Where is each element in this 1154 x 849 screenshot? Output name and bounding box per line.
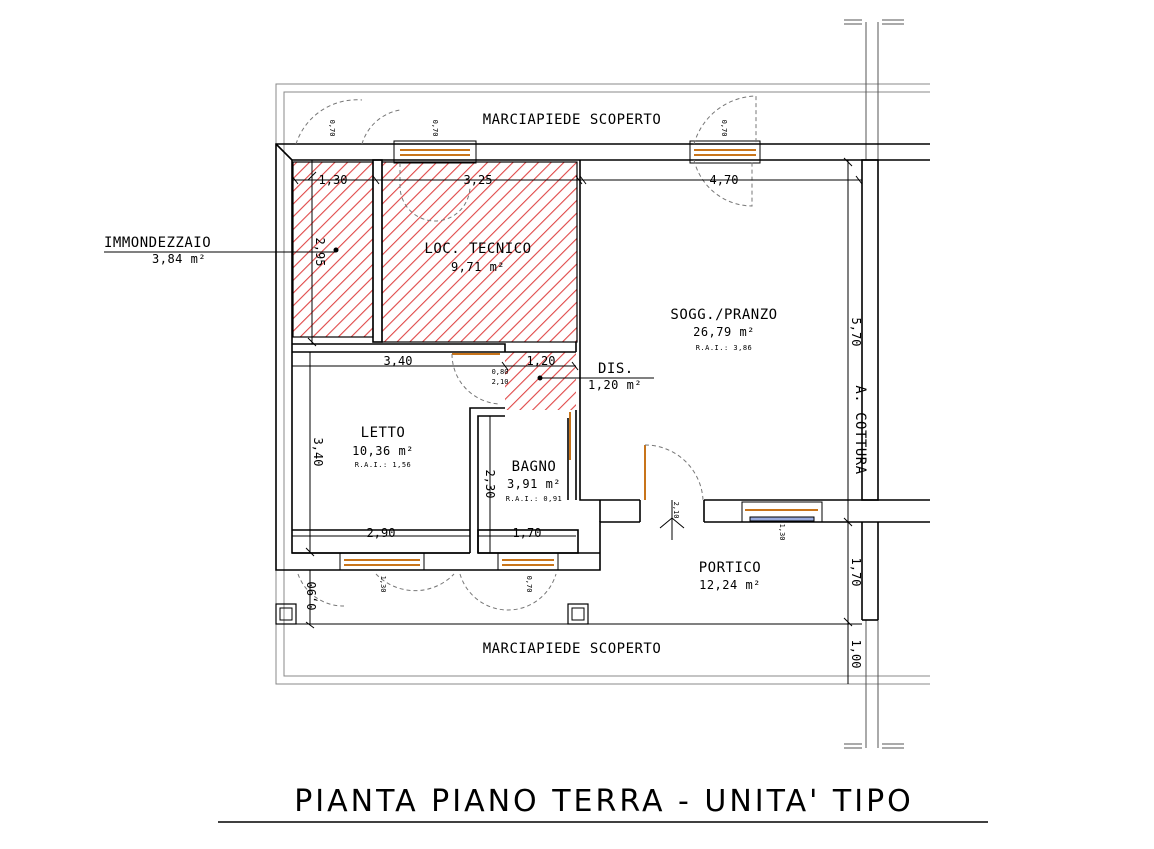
dim-1-00: 1,00	[849, 640, 863, 669]
marciapiede-top-label: MARCIAPIEDE SCOPERTO	[483, 112, 662, 128]
page-title: PIANTA PIANO TERRA - UNITA' TIPO	[294, 784, 914, 819]
immondezzaio-label: IMMONDEZZAIO	[104, 235, 211, 251]
opening-8: 0,80	[492, 368, 509, 376]
soggiorno-rai: R.A.I.: 3,86	[696, 344, 753, 352]
dis-label: DIS.	[598, 361, 634, 377]
dim-3-40-v: 3,40	[311, 438, 325, 467]
immondezzaio-hatch	[292, 161, 374, 338]
opening-4: 2,10	[672, 502, 680, 519]
pillar-mid-inner	[571, 607, 585, 621]
bagno-label: BAGNO	[512, 459, 557, 475]
dim-2-95: 2,95	[313, 238, 327, 267]
dim-5-70: 5,70	[849, 318, 863, 347]
dim-1-70-h: 1,70	[513, 526, 542, 540]
pillar-left-inner	[279, 607, 293, 621]
window-frames	[339, 140, 823, 571]
opening-5: 1,30	[778, 524, 786, 541]
opening-7: 0,70	[525, 576, 533, 593]
dim-1-30: 1,30	[319, 173, 348, 187]
portico-area: 12,24 m²	[699, 578, 761, 592]
dim-1-20: 1,20	[527, 354, 556, 368]
dim-3-40-h: 3,40	[384, 354, 413, 368]
dim-2-30: 2,30	[483, 470, 497, 499]
dim-4-70: 4,70	[710, 173, 739, 187]
immondezzaio-area: 3,84 m²	[152, 252, 206, 266]
opening-1: 0,70	[328, 120, 336, 137]
pillar-mid	[567, 603, 589, 625]
opening-3: 0,70	[720, 120, 728, 137]
dim-3-25: 3,25	[464, 173, 493, 187]
dimension-lines	[291, 157, 863, 684]
door-swings	[295, 95, 757, 611]
dis-area: 1,20 m²	[588, 378, 642, 392]
soggiorno-area: 26,79 m²	[693, 325, 755, 339]
loc-tecnico-hatch	[381, 161, 578, 343]
soggiorno-label: SOGG./PRANZO	[670, 307, 777, 323]
right-guide-lines	[844, 19, 904, 749]
bagno-rai: R.A.I.: 0,91	[506, 495, 563, 503]
loc-tecnico-area: 9,71 m²	[451, 260, 505, 274]
letto-label: LETTO	[361, 425, 406, 441]
windows	[344, 149, 818, 566]
portico-label: PORTICO	[699, 560, 762, 576]
dim-2-90: 2,90	[367, 526, 396, 540]
marciapiede-bottom-label: MARCIAPIEDE SCOPERTO	[483, 641, 662, 657]
pillar-left	[275, 603, 297, 625]
cottura-label: A. COTTURA	[852, 385, 868, 474]
letto-rai: R.A.I.: 1,56	[355, 461, 412, 469]
loc-tecnico-label: LOC. TECNICO	[424, 241, 531, 257]
opening-9: 2,10	[492, 378, 509, 386]
opening-2: 0,70	[431, 120, 439, 137]
dim-0-90: 0,90	[305, 582, 319, 611]
bagno-area: 3,91 m²	[507, 477, 561, 491]
opening-6: 1,30	[379, 576, 387, 593]
letto-area: 10,36 m²	[352, 444, 414, 458]
dim-1-70-v: 1,70	[849, 558, 863, 587]
